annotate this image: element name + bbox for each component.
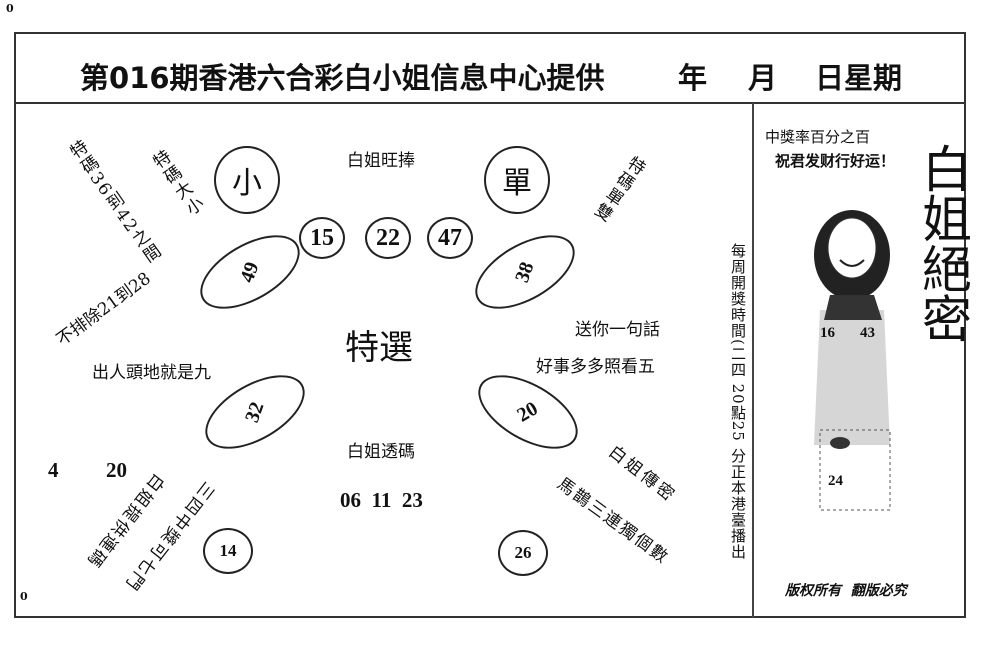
year-label: 年 <box>678 61 708 95</box>
phrase: 好事多多照看五 <box>536 357 655 377</box>
header-divider <box>14 102 966 104</box>
reveal-numbers: 06 11 23 <box>340 488 423 512</box>
ellipse-number: 32 <box>240 398 269 425</box>
corner-mark: 0 <box>6 2 14 15</box>
ellipse-number: 49 <box>235 258 264 285</box>
left-number: 4 <box>48 458 59 482</box>
circle-bottom-left: 14 <box>203 528 253 574</box>
draw-time-note: 每周開獎時間(二四 20點25 分正本港臺播出 <box>729 243 747 560</box>
photo-number: 16 <box>820 325 835 341</box>
corner-mark: 0 <box>20 590 28 603</box>
panel-divider <box>752 103 754 618</box>
wish-text: 祝君发财行好运！ <box>775 152 896 170</box>
lady-photo <box>814 210 891 511</box>
left-number: 20 <box>106 458 127 482</box>
left-phrase: 出人頭地就是九 <box>92 363 211 383</box>
month-label: 月 <box>748 61 778 95</box>
photo-number: 43 <box>860 325 875 341</box>
top-number: 22 <box>365 217 411 259</box>
featured-label: 特選 <box>345 328 413 368</box>
top-number: 47 <box>427 217 473 259</box>
win-rate: 中獎率百分之百 <box>765 128 871 146</box>
ellipse-number: 38 <box>510 258 539 285</box>
day-week-label: 日星期 <box>815 61 903 95</box>
small-circle: 小 <box>214 146 280 214</box>
brand-title: 白姐絕密 <box>914 143 972 343</box>
sheet-frame <box>14 32 966 618</box>
copyright: 版权所有 翻版必究 <box>785 583 907 599</box>
photo-number: 24 <box>828 473 843 489</box>
praise-label: 白姐旺捧 <box>347 151 415 171</box>
circle-bottom-right: 26 <box>498 530 548 576</box>
ellipse-number: 20 <box>513 397 542 427</box>
phrase-intro: 送你一句話 <box>575 320 660 340</box>
page-title: 第016期香港六合彩白小姐信息中心提供 <box>80 61 605 95</box>
single-circle: 單 <box>484 146 550 214</box>
top-number: 15 <box>299 217 345 259</box>
reveal-label: 白姐透碼 <box>347 442 415 462</box>
